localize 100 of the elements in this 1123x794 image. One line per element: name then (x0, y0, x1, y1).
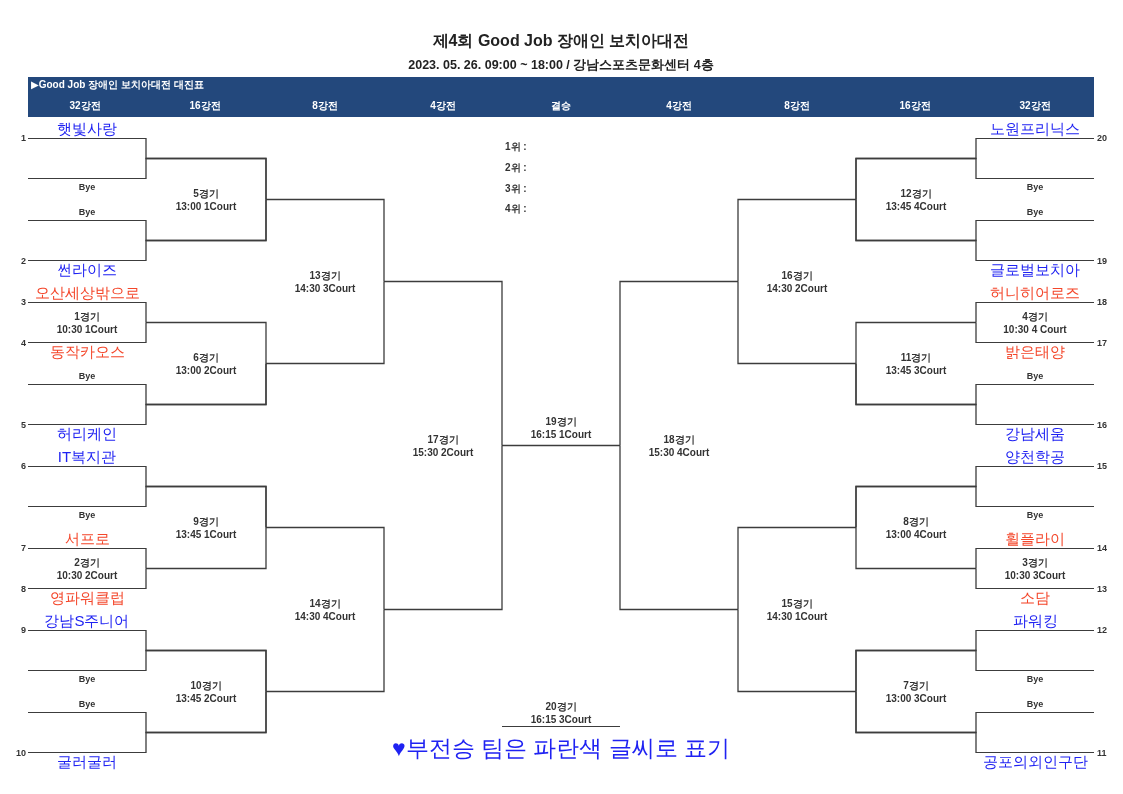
match-number: 13경기 (308, 268, 342, 282)
bracket-line (145, 198, 267, 262)
title: 제4회 Good Job 장애인 보치아대전 (432, 31, 690, 51)
match-number: 18경기 (662, 432, 696, 446)
seed-number: 19 (1097, 255, 1108, 267)
bracket-line (145, 157, 267, 201)
match-number: 20경기 (544, 700, 578, 713)
team-slot: 강남세움 (976, 424, 1094, 445)
match-number: 17경기 (426, 432, 460, 446)
seed-number: 3 (20, 296, 26, 308)
match-time: 10:30 2Court (55, 568, 119, 582)
band-title: ▶Good Job 장애인 보치아대전 대진표 (31, 79, 204, 91)
team-slot: 영파워클럽 (28, 588, 146, 609)
seed-number: 8 (20, 583, 26, 595)
column-header: 8강전 (312, 100, 338, 112)
column-header: 8강전 (784, 100, 810, 112)
subtitle: 2023. 05. 26. 09:00 ~ 18:00 / 강남스포츠문화센터 4층 (408, 58, 714, 73)
bracket-line (975, 321, 977, 344)
column-header: 16강전 (189, 100, 221, 112)
match-number: 3경기 (1021, 555, 1049, 569)
match-number: 1경기 (73, 309, 101, 323)
bye-slot: Bye (976, 670, 1094, 691)
seed-number: 7 (20, 542, 26, 554)
seed-number: 18 (1097, 296, 1108, 308)
team-slot: 썬라이즈 (28, 260, 146, 281)
seed-number: 14 (1097, 542, 1108, 554)
seed-number: 11 (1097, 747, 1108, 759)
bracket-line (975, 547, 977, 570)
bye-slot: Bye (28, 200, 146, 221)
team-slot: 노원프리닉스 (976, 118, 1094, 139)
match-number: 5경기 (192, 186, 220, 200)
bye-slot: Bye (28, 506, 146, 527)
bracket-line (145, 301, 147, 324)
match-number: 8경기 (902, 514, 930, 528)
bracket-line (855, 485, 977, 529)
bracket-line (265, 608, 385, 693)
seed-number: 1 (20, 132, 26, 144)
bracket-line (265, 526, 385, 611)
seed-number: 15 (1097, 460, 1108, 472)
match-number: 4경기 (1021, 309, 1049, 323)
team-slot: 동작카오스 (28, 342, 146, 363)
team-slot: 소담 (976, 588, 1094, 609)
match-time: 13:45 4Court (884, 199, 948, 213)
column-header: 결승 (551, 100, 571, 112)
bye-slot: Bye (28, 178, 146, 199)
match-time: 10:30 1Court (55, 322, 119, 336)
team-slot: 햇빛사랑 (28, 118, 146, 139)
team-slot: 밝은태양 (976, 342, 1094, 363)
team-slot: 양천학공 (976, 446, 1094, 467)
seed-number: 10 (15, 747, 26, 759)
seed-number: 4 (20, 337, 26, 349)
team-slot: IT복지관 (28, 446, 146, 467)
bracket-line (619, 280, 739, 447)
bracket-line (975, 301, 977, 324)
seed-number: 2 (20, 255, 26, 267)
team-slot: 강남S주니어 (28, 610, 146, 631)
bye-slot: Bye (28, 692, 146, 713)
match-number: 12경기 (899, 186, 933, 200)
seed-number: 9 (20, 624, 26, 636)
match-time: 14:30 3Court (293, 281, 357, 295)
match-time: 14:30 1Court (765, 609, 829, 623)
match-time: 13:00 2Court (174, 363, 238, 377)
match-time: 13:45 1Court (174, 527, 238, 541)
bye-slot: Bye (976, 506, 1094, 527)
bracket-line (145, 321, 267, 365)
bracket-line (855, 321, 977, 365)
bracket-line (265, 280, 385, 365)
bracket-line (265, 198, 385, 283)
bracket-line (737, 526, 857, 611)
team-slot: 허리케인 (28, 424, 146, 445)
bracket-line (737, 198, 857, 283)
match-time: 14:30 4Court (293, 609, 357, 623)
bracket-line (145, 547, 147, 570)
rank-label: 2위 : (505, 162, 527, 174)
bracket-line (145, 567, 147, 590)
bracket-line (383, 444, 503, 611)
bye-slot: Bye (976, 178, 1094, 199)
bye-slot: Bye (976, 692, 1094, 713)
bracket-line (855, 157, 977, 201)
bracket-line (975, 567, 977, 590)
seed-number: 12 (1097, 624, 1108, 636)
team-slot: 허니히어로즈 (976, 282, 1094, 303)
bracket-line (737, 608, 857, 693)
match-number: 9경기 (192, 514, 220, 528)
bracket-line (145, 690, 267, 754)
note-text: ♥부전승 팀은 파란색 글씨로 표기 (391, 735, 731, 763)
column-header: 4강전 (666, 100, 692, 112)
bracket-line (502, 700, 620, 727)
bye-slot: Bye (976, 364, 1094, 385)
match-time: 15:30 4Court (647, 445, 711, 459)
team-slot: 파워킹 (976, 610, 1094, 631)
match-number: 7경기 (902, 678, 930, 692)
match-time: 13:00 4Court (884, 527, 948, 541)
match-time: 10:30 3Court (1003, 568, 1067, 582)
rank-label: 4위 : (505, 203, 527, 215)
column-header: 16강전 (899, 100, 931, 112)
seed-number: 5 (20, 419, 26, 431)
match-time: 13:00 3Court (884, 691, 948, 705)
bracket-line (145, 485, 267, 529)
match-time: 14:30 2Court (765, 281, 829, 295)
